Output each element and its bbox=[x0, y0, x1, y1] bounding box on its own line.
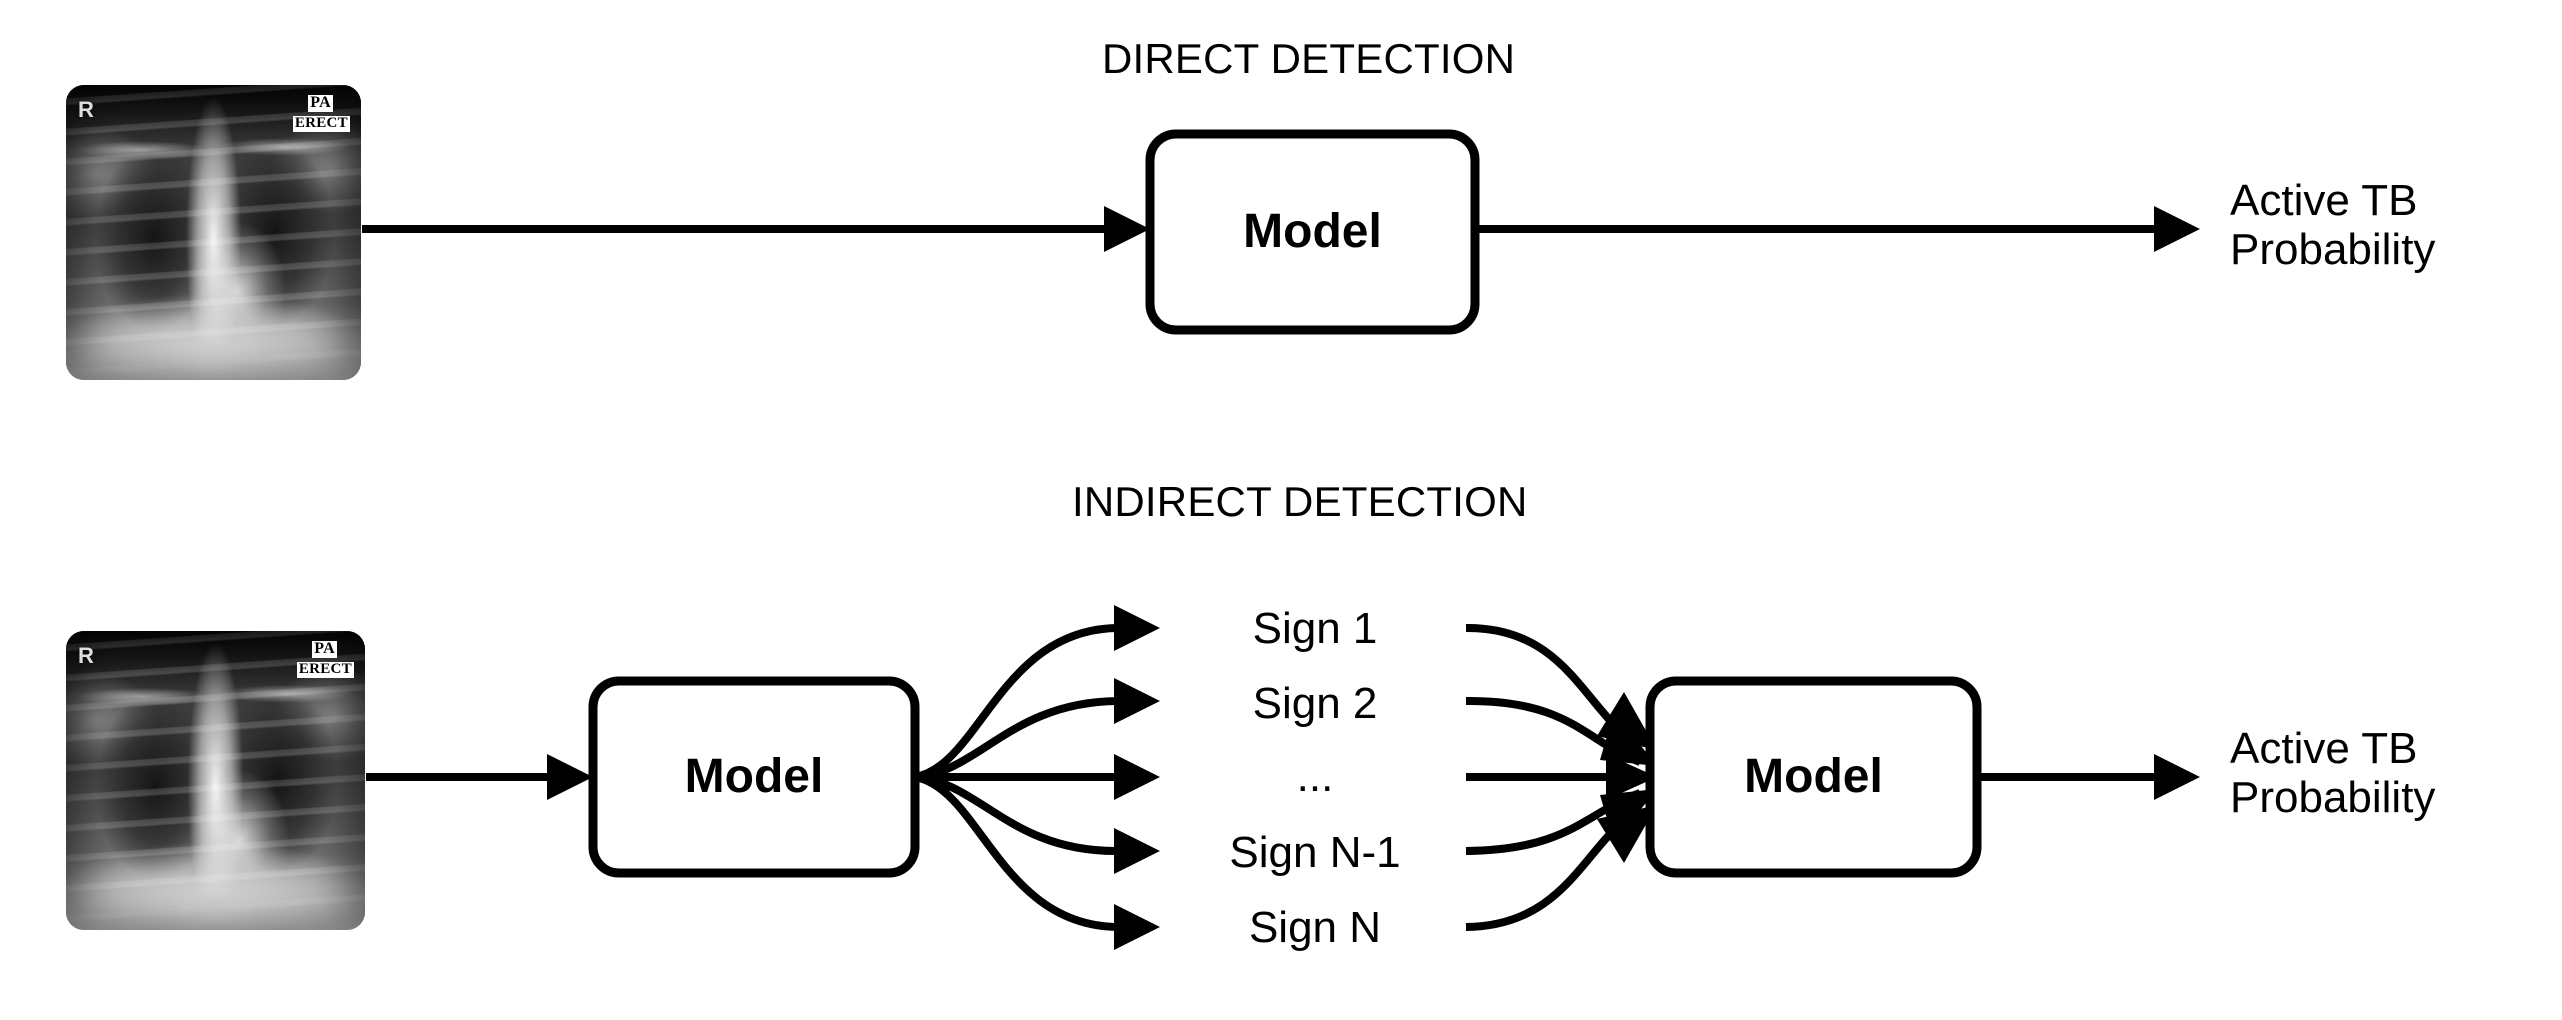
xray-view-marker-pa: PA bbox=[308, 94, 333, 112]
sign-label-1: Sign 1 bbox=[1252, 604, 1378, 653]
output-line-1: Active TB bbox=[2230, 176, 2418, 225]
arrow-xray-to-model-indirect bbox=[366, 754, 593, 800]
xray-position-marker-erect: ERECT bbox=[296, 661, 354, 678]
xray-side-marker-r: R bbox=[78, 97, 94, 122]
output-line-1: Active TB bbox=[2230, 724, 2418, 773]
sign-label-n: Sign N bbox=[1248, 903, 1382, 952]
output-line-2: Probability bbox=[2230, 225, 2436, 275]
model-label-indirect-first: Model bbox=[684, 750, 824, 803]
fanout-arrowheads bbox=[1114, 605, 1160, 950]
chest-xray-thumbnail-indirect[interactable]: R PA ERECT bbox=[66, 631, 365, 930]
fanin-arrowheads bbox=[1597, 692, 1657, 863]
sign-label-ellipsis: ... bbox=[1296, 752, 1334, 801]
output-label-direct: Active TB Probability bbox=[2230, 176, 2435, 275]
output-line-2: Probability bbox=[2230, 773, 2436, 823]
arrow-model-to-output-direct bbox=[1475, 206, 2200, 252]
model-label-direct: Model bbox=[1243, 205, 1382, 258]
xray-view-marker-pa: PA bbox=[312, 640, 337, 658]
output-label-indirect: Active TB Probability bbox=[2230, 724, 2435, 823]
arrow-xray-to-model-direct bbox=[362, 206, 1150, 252]
arrow-model-to-output-indirect bbox=[1977, 754, 2200, 800]
model-label-indirect-second: Model bbox=[1744, 750, 1883, 803]
section-title-indirect: INDIRECT DETECTION bbox=[1072, 478, 1528, 525]
sign-label-n-minus-1: Sign N-1 bbox=[1229, 828, 1401, 877]
sign-label-2: Sign 2 bbox=[1252, 679, 1378, 728]
xray-clavicle-texture bbox=[66, 631, 365, 930]
xray-side-marker-r: R bbox=[78, 643, 94, 668]
fanout-arrows-model-to-signs bbox=[914, 624, 1119, 931]
section-title-direct: DIRECT DETECTION bbox=[1102, 35, 1516, 82]
xray-position-marker-erect: ERECT bbox=[292, 115, 350, 132]
xray-clavicle-texture bbox=[66, 85, 361, 380]
chest-xray-thumbnail-direct[interactable]: R PA ERECT bbox=[66, 85, 361, 380]
